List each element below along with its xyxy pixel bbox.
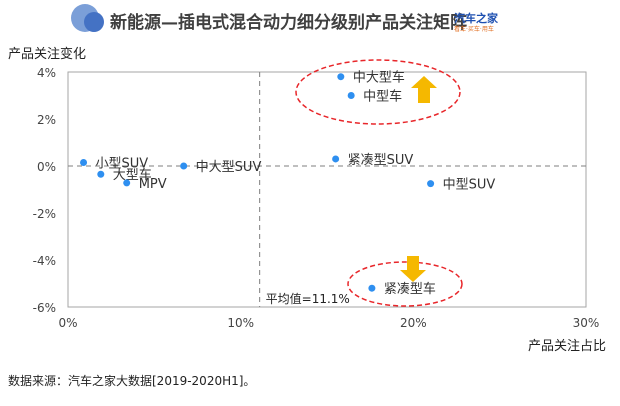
data-label: 大型车 xyxy=(113,167,152,183)
data-label: MPV xyxy=(139,177,167,192)
data-label: 紧凑型SUV xyxy=(348,153,414,168)
data-point xyxy=(332,155,340,163)
data-point xyxy=(180,162,188,170)
data-point xyxy=(123,179,131,187)
data-label: 小型SUV xyxy=(96,156,149,171)
data-label: 紧凑型车 xyxy=(384,281,436,297)
y-tick-label: 2% xyxy=(37,113,56,127)
data-point xyxy=(427,180,435,188)
data-label: 中型SUV xyxy=(443,178,496,193)
x-tick-label: 10% xyxy=(227,316,254,330)
x-tick-label: 20% xyxy=(400,316,427,330)
down-arrow-icon xyxy=(400,256,426,282)
chart-title: 新能源—插电式混合动力细分级别产品关注矩阵 xyxy=(110,13,467,33)
average-label: 平均值=11.1% xyxy=(266,291,350,306)
y-axis-title: 产品关注变化 xyxy=(8,46,86,62)
logo: 汽车之家 xyxy=(454,12,498,25)
x-tick-label: 0% xyxy=(58,316,77,330)
x-tick-label: 30% xyxy=(573,316,600,330)
y-tick-label: 4% xyxy=(37,66,56,80)
plot-area xyxy=(67,71,587,308)
data-point xyxy=(97,170,105,178)
y-tick-label: 0% xyxy=(37,160,56,174)
data-label: 中大型车 xyxy=(353,70,405,86)
logo-tagline: 看车·买车·用车 xyxy=(454,26,494,33)
data-point xyxy=(347,92,355,99)
y-tick-label: -2% xyxy=(33,207,56,221)
data-label: 中型车 xyxy=(363,89,402,105)
data-label: 中大型SUV xyxy=(196,160,262,175)
highlight-ellipse-bottom xyxy=(347,261,463,307)
data-point xyxy=(368,284,376,292)
source-note: 数据来源：汽车之家大数据[2019-2020H1]。 xyxy=(8,374,256,388)
y-tick-label: -6% xyxy=(33,301,56,315)
data-point xyxy=(337,73,345,81)
data-point xyxy=(80,158,88,166)
x-axis-title: 产品关注占比 xyxy=(528,339,606,354)
up-arrow-icon xyxy=(411,76,437,103)
highlight-ellipse-top xyxy=(295,59,461,125)
y-tick-label: -4% xyxy=(33,254,56,268)
